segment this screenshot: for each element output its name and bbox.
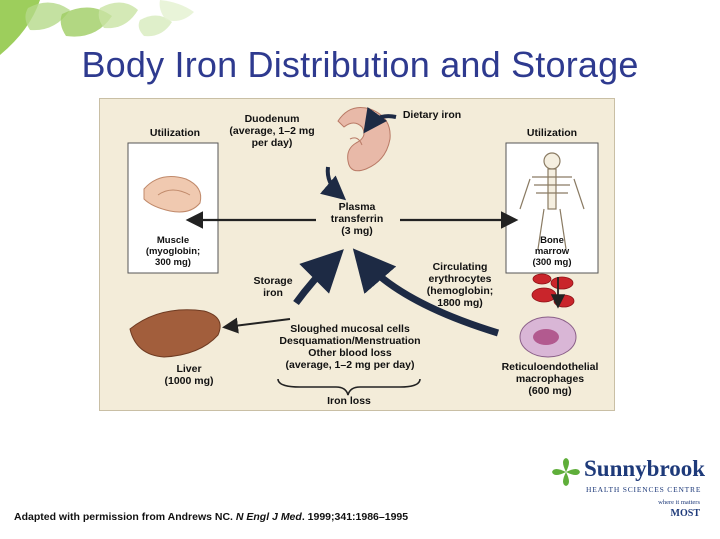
storage-to-plasma-arrow xyxy=(293,249,344,306)
muscle-illustration xyxy=(143,176,202,213)
reticuloendothelial-label: Reticuloendothelial macrophages (600 mg) xyxy=(501,361,599,397)
citation: Adapted with permission from Andrews NC.… xyxy=(14,511,408,523)
dietary-iron-label: Dietary iron xyxy=(402,109,462,121)
logo-most: MOST xyxy=(670,508,700,519)
utilization-left-label: Utilization xyxy=(149,127,201,139)
dietary-iron-arrow xyxy=(363,107,397,134)
sunnybrook-leaf-icon xyxy=(552,458,580,486)
logo-tagline: where it matters xyxy=(658,499,700,506)
slide-title: Body Iron Distribution and Storage xyxy=(81,44,639,85)
skeleton-illustration xyxy=(519,152,585,250)
duodenum-label: Duodenum (average, 1–2 mg per day) xyxy=(229,113,315,149)
citation-prefix: Adapted with permission from Andrews NC. xyxy=(14,511,236,523)
sunnybrook-logo: Sunnybrook HEALTH SCIENCES CENTRE where … xyxy=(552,456,706,526)
duodenum-to-plasma-arrow xyxy=(320,166,347,201)
citation-suffix: . 1999;341:1986–1995 xyxy=(301,511,409,523)
erythrocytes-illustration xyxy=(531,273,575,308)
storage-iron-label: Storage iron xyxy=(253,275,293,299)
iron-distribution-figure: Duodenum (average, 1–2 mg per day) Dieta… xyxy=(99,98,615,411)
re-to-plasma-arrow xyxy=(352,248,500,337)
utilization-right-label: Utilization xyxy=(526,127,578,139)
arrow-to-liver xyxy=(222,317,291,334)
muscle-label: Muscle (myoglobin; 300 mg) xyxy=(145,235,201,268)
circulating-erythrocytes-label: Circulating erythrocytes (hemoglobin; 18… xyxy=(426,261,494,309)
citation-journal: N Engl J Med xyxy=(235,511,302,523)
diagram-graphics xyxy=(127,107,599,396)
logo-name: Sunnybrook xyxy=(584,456,706,481)
iron-losses-label: Sloughed mucosal cells Desquamation/Mens… xyxy=(279,323,421,371)
macrophage-illustration xyxy=(519,316,577,358)
liver-label: Liver (1000 mg) xyxy=(164,363,214,387)
iron-loss-label: Iron loss xyxy=(327,395,371,407)
iron-loss-brace xyxy=(277,378,421,396)
liver-illustration xyxy=(129,309,221,358)
decorative-leaves xyxy=(0,0,194,55)
logo-subtitle: HEALTH SCIENCES CENTRE xyxy=(586,485,702,494)
bone-marrow-label: Bone marrow (300 mg) xyxy=(532,235,572,268)
plasma-transferrin-label: Plasma transferrin (3 mg) xyxy=(330,201,384,237)
